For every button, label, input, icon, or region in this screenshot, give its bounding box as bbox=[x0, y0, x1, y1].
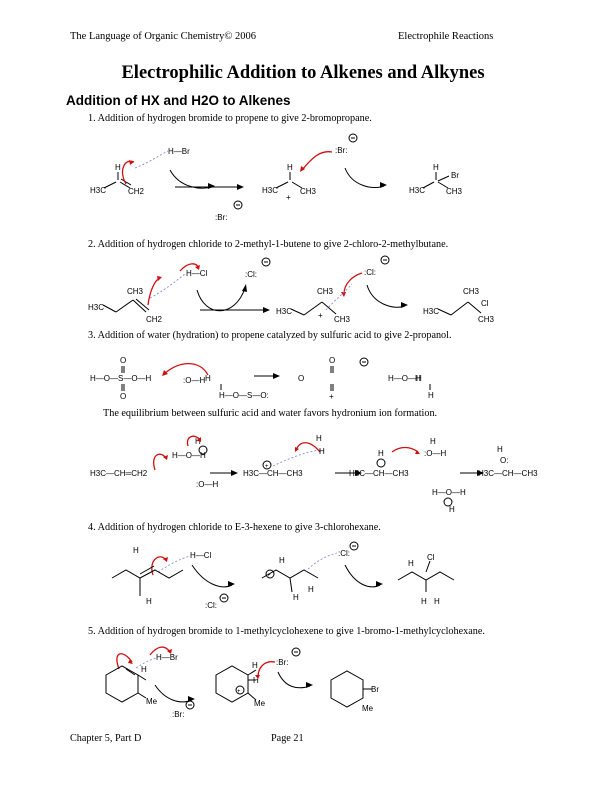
svg-text:+: + bbox=[237, 689, 241, 695]
r3-o-bottom: O bbox=[120, 392, 126, 401]
r5-bromide-1: :Br: bbox=[172, 710, 184, 719]
r2-ch2: CH2 bbox=[146, 315, 163, 324]
r5-me-2: Me bbox=[254, 699, 266, 708]
hcl-reagent-2: H—Cl bbox=[190, 551, 212, 560]
r3b-hydronium-2-h: H bbox=[449, 505, 455, 514]
reaction-3-scheme: H—O—S—O—H O O :O—H H H—O—S—O: O O + H—O—… bbox=[90, 356, 434, 401]
r1-ch3-2: CH3 bbox=[300, 187, 317, 196]
r2-ch3: CH3 bbox=[127, 287, 144, 296]
svg-text:+: + bbox=[265, 464, 269, 470]
r4-h-product: H bbox=[408, 559, 414, 568]
r5-br-product: Br bbox=[371, 685, 379, 694]
r1-h3c-2: H3C bbox=[262, 186, 278, 195]
hcl-reagent: H—Cl bbox=[186, 269, 208, 278]
reaction-2-scheme: H—Cl :Cl: CH3 H3C CH2 CH3 H3C CH3 + :Cl: bbox=[88, 255, 495, 324]
r2-h3c-2: H3C bbox=[276, 307, 292, 316]
r1-ch3-3: CH3 bbox=[446, 187, 463, 196]
r3b-product-h: H bbox=[497, 445, 503, 454]
equilibrium-note: The equilibrium between sulfuric acid an… bbox=[103, 408, 438, 419]
running-header-right: Electrophile Reactions bbox=[398, 31, 494, 42]
svg-text:+: + bbox=[267, 573, 271, 579]
sulfuric-acid: H—O—S—O—H bbox=[90, 374, 152, 383]
r4-h-4: H bbox=[308, 585, 314, 594]
r2-cl-product: Cl bbox=[481, 299, 489, 308]
item-2: 2. Addition of hydrogen chloride to 2-me… bbox=[88, 239, 449, 250]
carbocation: H3C—CH—CH3 bbox=[243, 469, 303, 478]
item-3: 3. Addition of water (hydration) to prop… bbox=[88, 330, 452, 341]
r3b-oxonium-h: H bbox=[378, 449, 384, 458]
r2-h3c-product: H3C bbox=[423, 307, 439, 316]
r3-plus-1: :O—H bbox=[183, 376, 205, 385]
r3-o-top-2: O bbox=[329, 356, 335, 365]
r4-h-3: H bbox=[293, 593, 299, 602]
item-5: 5. Addition of hydrogen bromide to 1-met… bbox=[88, 626, 485, 637]
item-1: 1. Addition of hydrogen bromide to prope… bbox=[88, 113, 372, 124]
r1-bromide-1: :Br: bbox=[215, 213, 227, 222]
page-title: Electrophilic Addition to Alkenes and Al… bbox=[121, 63, 485, 83]
r4-h-2: H bbox=[279, 556, 285, 565]
r3-water: H bbox=[205, 374, 211, 383]
r3-water-h: H—O—S—O: bbox=[219, 391, 269, 400]
r1-br-product: Br bbox=[451, 171, 459, 180]
hbr-reagent: H—Br bbox=[168, 147, 190, 156]
r4-h-bottom: H bbox=[146, 597, 152, 606]
r3-o-bottom-2: + bbox=[329, 392, 334, 401]
r3b-product-o: O: bbox=[500, 456, 508, 465]
r1-h3c-3: H3C bbox=[409, 186, 425, 195]
r1-ch2: CH2 bbox=[128, 187, 145, 196]
item-4: 4. Addition of hydrogen chloride to E-3-… bbox=[88, 522, 381, 533]
r3b-water-2: H bbox=[319, 447, 325, 456]
hydrogen-sulfate: O bbox=[298, 374, 304, 383]
r5-bromide-2: :Br: bbox=[276, 658, 288, 667]
r3-o-top: O bbox=[120, 356, 126, 365]
r3b-hydronium-2: H—O—H bbox=[432, 488, 466, 497]
hydronium-h: H bbox=[428, 391, 434, 400]
r4-h-product-2: H bbox=[421, 597, 427, 606]
r2-ch3-2: CH3 bbox=[317, 287, 334, 296]
r1-bromide-2: :Br: bbox=[335, 146, 347, 155]
r5-h-1: H bbox=[141, 665, 147, 674]
r4-chloride-1: :Cl: bbox=[205, 601, 217, 610]
r3b-water-3: :O—H bbox=[424, 449, 446, 458]
2-propanol: H3C—CH—CH3 bbox=[478, 469, 538, 478]
r2-ch3-3: CH3 bbox=[334, 315, 351, 324]
reaction-5-scheme: H—Br H Me :Br: + H H Me :Br: Br bbox=[105, 646, 379, 719]
svg-text:+: + bbox=[318, 311, 323, 320]
r4-h-top: H bbox=[133, 546, 139, 555]
r5-h-2: H bbox=[252, 661, 258, 670]
r1-h-3: H bbox=[433, 163, 439, 172]
r5-me-1: Me bbox=[146, 697, 158, 706]
r2-chloride-2: :Cl: bbox=[364, 268, 376, 277]
r1-h-2: H bbox=[287, 163, 293, 172]
svg-text:+: + bbox=[286, 193, 291, 202]
r4-chloride-2: :Cl: bbox=[338, 549, 350, 558]
reaction-3b-scheme: H3C—CH═CH2 H—O—H H :O—H H3C—CH—CH3 + H H… bbox=[90, 434, 538, 514]
r4-h-product-3: H bbox=[434, 597, 440, 606]
r5-me-product: Me bbox=[362, 704, 374, 713]
hbr-reagent-2: H—Br bbox=[156, 653, 178, 662]
r1-h: H bbox=[115, 163, 121, 172]
r3b-hydronium: H—O—H bbox=[172, 451, 206, 460]
footer-page: Page 21 bbox=[271, 733, 304, 744]
r2-ch3-product-2: CH3 bbox=[478, 315, 495, 324]
oxonium-ion: H3C—CH—CH3 bbox=[349, 469, 409, 478]
r4-cl-product: Cl bbox=[427, 553, 435, 562]
r3b-water-2-h: H bbox=[316, 434, 322, 443]
r1-h3c: H3C bbox=[90, 186, 106, 195]
r3-plus-2: H—O—H bbox=[388, 374, 422, 383]
r2-chloride-1: :Cl: bbox=[245, 270, 257, 279]
propene: H3C—CH═CH2 bbox=[90, 469, 148, 478]
running-header-left: The Language of Organic Chemistry© 2006 bbox=[70, 31, 256, 42]
hydronium: H bbox=[415, 374, 421, 383]
r3b-water: :O—H bbox=[196, 480, 218, 489]
reaction-1-scheme: H—Br H H3C CH2 :Br: :Br: H H3C CH3 + H B… bbox=[90, 133, 463, 222]
r3b-hydronium-h: H bbox=[195, 437, 201, 446]
section-heading: Addition of HX and H2O to Alkenes bbox=[66, 93, 291, 108]
reaction-4-scheme: H—Cl H H :Cl: + H H H :Cl: H Cl H H bbox=[111, 541, 455, 610]
footer-chapter: Chapter 5, Part D bbox=[70, 733, 142, 744]
r2-ch3-product: CH3 bbox=[463, 287, 480, 296]
r2-h3c: H3C bbox=[88, 303, 104, 312]
r3b-water-3-h: H bbox=[430, 437, 436, 446]
